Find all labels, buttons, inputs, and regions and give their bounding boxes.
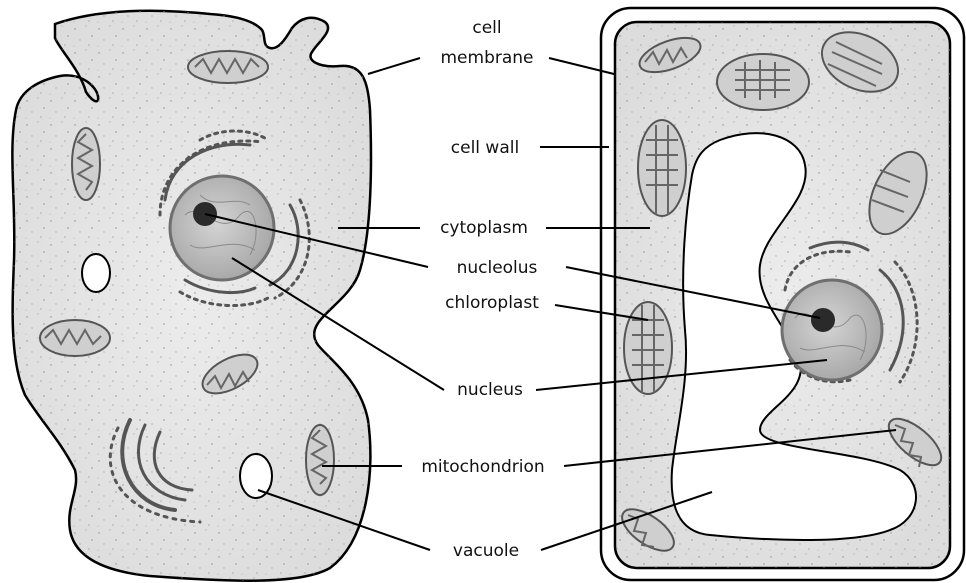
plant-nucleolus: [811, 308, 835, 332]
animal-vacuole: [240, 454, 272, 498]
label-nucleus: nucleus: [457, 380, 523, 400]
label-mitochondrion: mitochondrion: [421, 457, 544, 477]
label-cell-wall: cell wall: [451, 138, 519, 158]
label-cell-membrane-line2: membrane: [440, 48, 533, 68]
label-cell-membrane-line1: cell: [472, 18, 501, 38]
animal-nucleus: [170, 176, 274, 280]
plant-cell: [601, 8, 964, 580]
label-chloroplast: chloroplast: [445, 293, 539, 313]
animal-cell: [12, 11, 371, 581]
label-vacuole: vacuole: [453, 541, 519, 561]
animal-vacuole-small: [82, 254, 110, 292]
label-nucleolus: nucleolus: [457, 258, 538, 278]
plant-nucleus: [782, 280, 882, 380]
label-cytoplasm: cytoplasm: [440, 218, 528, 238]
